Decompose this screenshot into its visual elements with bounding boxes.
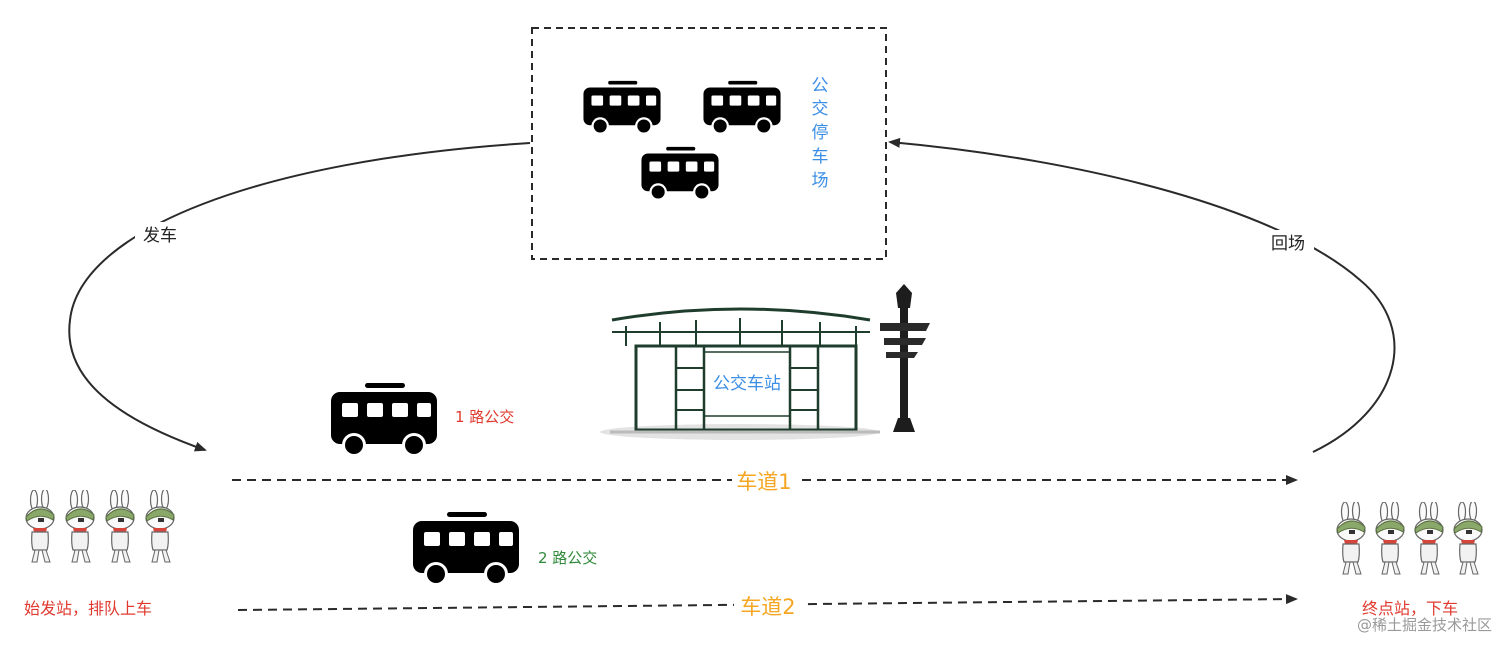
- depot-box: [531, 27, 887, 260]
- route2-bus-icon: [413, 512, 519, 586]
- route2-label: 2 路公交: [538, 549, 597, 567]
- depot-label-char: 交: [812, 99, 829, 119]
- depot-label-char: 停: [812, 123, 829, 143]
- bus-station-shelter: [600, 307, 880, 440]
- route1-bus-icon: [331, 383, 437, 457]
- passenger-icon: [65, 490, 95, 563]
- start-stop-label: 始发站，排队上车: [24, 599, 152, 618]
- end-stop-label: 终点站，下车: [1362, 599, 1458, 618]
- passenger-icon: [1375, 502, 1405, 575]
- lane2-label: 车道2: [740, 595, 795, 619]
- passenger-icon: [1414, 502, 1444, 575]
- passenger-icon: [1453, 502, 1483, 575]
- return-arrow: [888, 137, 1396, 453]
- depot-bus-icon: [703, 80, 781, 135]
- return-label: 回场: [1271, 234, 1305, 254]
- depart-arrow: [68, 142, 531, 452]
- depot-bus-icon: [583, 80, 661, 135]
- street-lamp-icon: [880, 284, 930, 432]
- passenger-icon: [1336, 502, 1366, 575]
- depot-label-char: 公: [812, 76, 829, 96]
- route1-label: 1 路公交: [455, 408, 514, 426]
- watermark: @稀土掘金技术社区: [1357, 616, 1492, 634]
- lane1-label: 车道1: [736, 470, 791, 494]
- passenger-icon: [105, 490, 135, 563]
- depart-label: 发车: [143, 226, 177, 246]
- passenger-icon: [25, 490, 55, 563]
- depot-label-char: 场: [812, 171, 829, 191]
- depot-label-char: 车: [812, 147, 829, 167]
- depot-bus-icon: [641, 146, 719, 201]
- passenger-icon: [145, 490, 175, 563]
- station-sign: 公交车站: [713, 374, 781, 394]
